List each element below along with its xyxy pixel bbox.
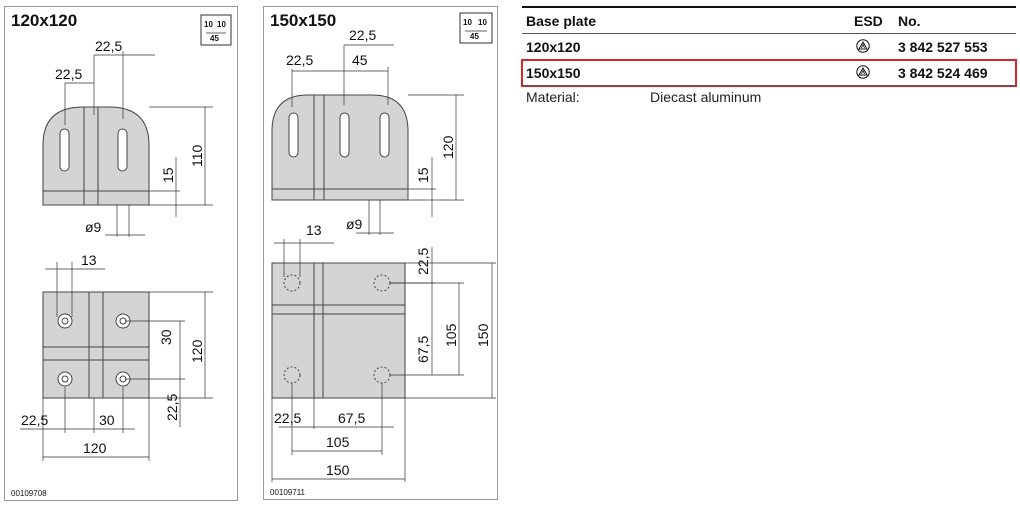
drawing-code: 00109708: [11, 489, 47, 498]
table-top-rule: [522, 6, 1016, 8]
material-value: Diecast aluminum: [650, 89, 762, 105]
row-number: 3 842 524 469: [898, 65, 988, 81]
dim-label: 22,5: [55, 66, 82, 82]
svg-text:45: 45: [470, 32, 479, 41]
dim-label: 45: [352, 52, 368, 68]
svg-text:45: 45: [210, 34, 219, 43]
header-base-plate: Base plate: [526, 13, 597, 29]
row-name: 150x150: [526, 65, 581, 81]
drawing-code: 00109711: [270, 488, 305, 497]
base-plate-table: Base plate ESD No. 120x120 3 842 527 553…: [521, 6, 1017, 108]
esd-icon: [856, 65, 870, 82]
dim-label: 22,5: [286, 52, 313, 68]
dim-label: 120: [440, 135, 456, 159]
dim-label: 22,5: [21, 412, 48, 428]
drawing-panel-120: 10 10 45 22,5 22,5 110 15 ø9 13 30 120 2…: [4, 6, 238, 501]
svg-text:10: 10: [478, 18, 487, 27]
drawing-panel-150: 10 10 45 22,5 22,5 45 120 15 ø9 13 22,5 …: [263, 6, 498, 500]
material-label: Material:: [526, 89, 580, 105]
table-header: Base plate ESD No.: [522, 8, 1016, 34]
dim-label: 30: [99, 412, 115, 428]
drawing-title: 150x150: [270, 11, 337, 30]
header-esd: ESD: [854, 13, 883, 29]
svg-text:10: 10: [204, 20, 213, 29]
dim-label: 150: [326, 462, 350, 478]
dim-label: ø9: [85, 219, 102, 235]
technical-drawing-150: 10 10 45 22,5 22,5 45 120 15 ø9 13 22,5 …: [271, 12, 496, 482]
dim-label: 13: [306, 222, 322, 238]
svg-text:10: 10: [463, 18, 472, 27]
header-no: No.: [898, 13, 921, 29]
dim-label: 22,5: [274, 410, 301, 426]
table-row[interactable]: 120x120 3 842 527 553: [522, 34, 1016, 60]
dim-label: 22,5: [415, 248, 431, 275]
technical-drawing-120: 10 10 45 22,5 22,5 110 15 ø9 13 30 120 2…: [20, 14, 232, 461]
dim-label: 150: [475, 323, 491, 347]
dim-label: 15: [415, 167, 431, 183]
svg-text:10: 10: [217, 20, 226, 29]
mounting-icon: 10 10 45: [200, 14, 232, 46]
dim-label: 30: [158, 329, 174, 345]
table-row-highlighted[interactable]: 150x150 3 842 524 469: [521, 59, 1017, 87]
dim-label: 22,5: [164, 394, 180, 421]
dim-label: 22,5: [349, 27, 376, 43]
drawing-title: 120x120: [11, 11, 78, 30]
dim-label: 67,5: [338, 410, 365, 426]
dim-label: 22,5: [95, 38, 122, 54]
row-number: 3 842 527 553: [898, 39, 988, 55]
dim-label: 13: [81, 252, 97, 268]
dim-label: 15: [160, 167, 176, 183]
dim-label: 105: [443, 323, 459, 347]
dim-label: 105: [326, 434, 350, 450]
dim-label: ø9: [346, 216, 363, 232]
row-name: 120x120: [526, 39, 581, 55]
dim-label: 67,5: [415, 336, 431, 363]
dim-label: 110: [189, 144, 205, 167]
material-row: Material: Diecast aluminum: [522, 86, 1016, 108]
dim-label: 120: [83, 440, 107, 456]
mounting-icon: 10 10 45: [459, 12, 493, 44]
dim-label: 120: [189, 339, 205, 363]
esd-icon: [856, 39, 870, 56]
